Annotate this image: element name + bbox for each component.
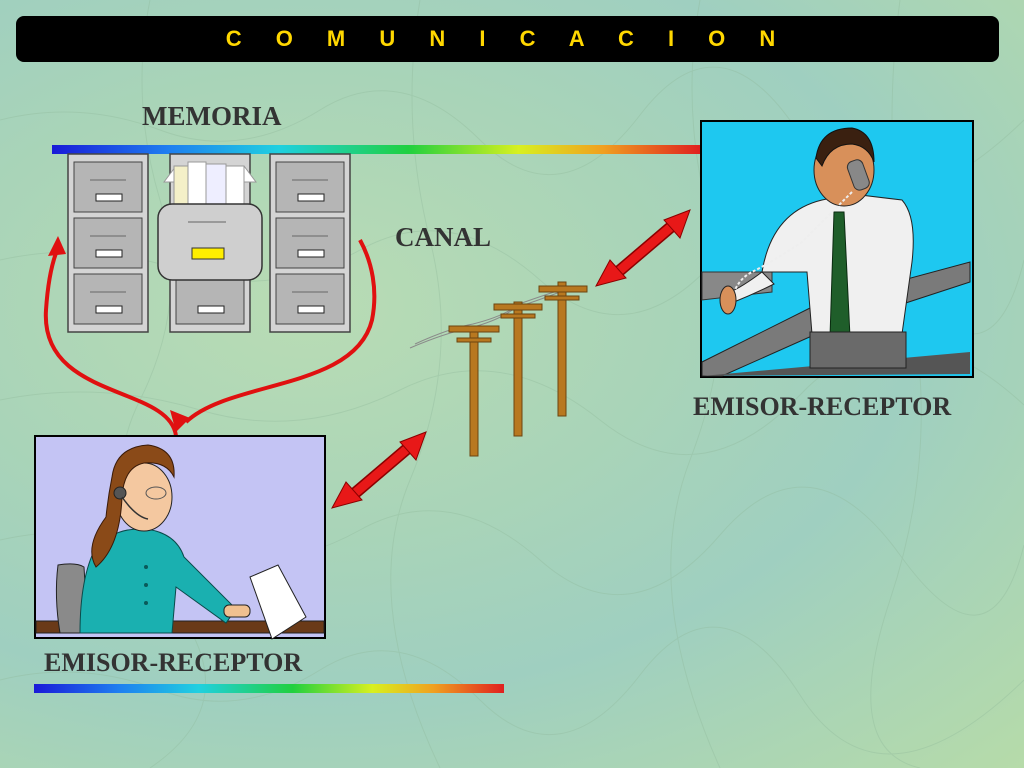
man-on-phone-illustration [701, 127, 971, 377]
telephone-pole-icon [493, 301, 543, 437]
emisor-receptor-label-top: EMISOR-RECEPTOR [693, 392, 952, 421]
open-file-cabinet-icon [157, 153, 263, 333]
telephone-pole-icon [448, 325, 500, 457]
telephone-poles-illustration [409, 281, 588, 457]
title-bar: C O M U N I C A C I O N [16, 16, 999, 62]
channel-arrow-bottom [331, 431, 427, 509]
woman-with-headset-illustration [35, 444, 325, 640]
file-cabinets-illustration [67, 153, 351, 333]
telephone-pole-icon [538, 281, 588, 417]
canal-label: CANAL [395, 222, 492, 252]
file-cabinet-icon [269, 153, 351, 333]
memoria-label: MEMORIA [142, 101, 282, 131]
page-title: C O M U N I C A C I O N [225, 26, 790, 51]
file-cabinet-icon [67, 153, 149, 333]
emisor-receptor-label-bottom: EMISOR-RECEPTOR [44, 648, 303, 677]
double-arrow-icon [595, 209, 691, 287]
channel-arrow-top [595, 209, 691, 287]
memoria-rainbow-line [52, 145, 700, 154]
double-arrow-icon [331, 431, 427, 509]
emisor-rainbow-line [34, 684, 504, 693]
